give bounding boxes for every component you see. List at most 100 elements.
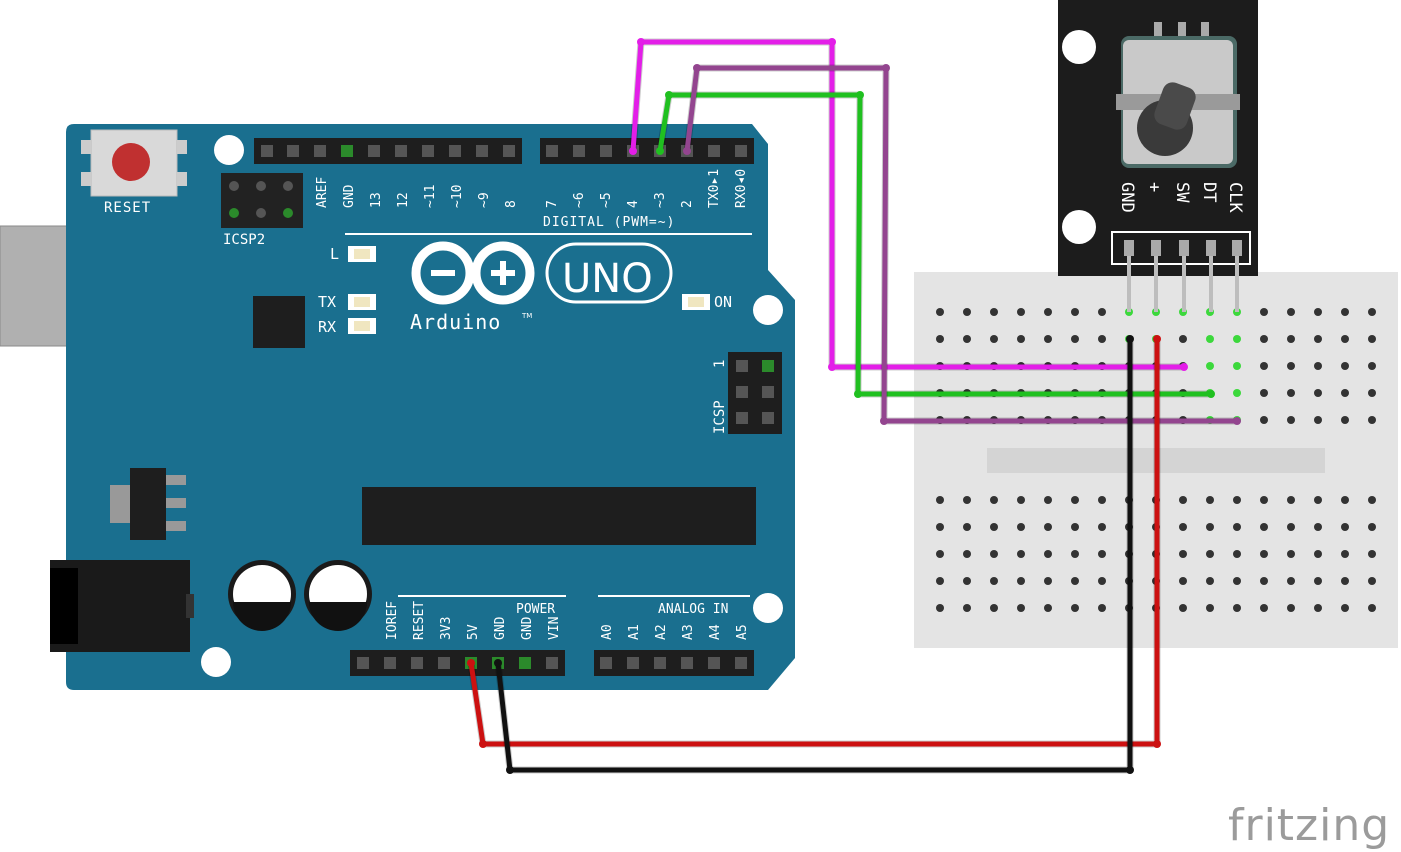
breadboard-hole <box>1098 335 1106 343</box>
breadboard-hole <box>1260 550 1268 558</box>
breadboard-hole <box>936 550 944 558</box>
wire-pin4-clk-bend <box>629 147 637 155</box>
breadboard-hole <box>1287 523 1295 531</box>
encoder-pin-label: DT <box>1199 182 1219 202</box>
power-pin-label: IOREF <box>385 601 400 640</box>
wire-pin3-dt-bend <box>665 91 673 99</box>
digital-header-pin <box>287 145 299 157</box>
wire-5v-bend <box>479 740 487 748</box>
breadboard-hole <box>1017 523 1025 531</box>
wire-pin2-sw-bend <box>880 417 888 425</box>
capacitor <box>228 560 296 631</box>
reset-button[interactable] <box>81 129 187 197</box>
breadboard-hole <box>1017 550 1025 558</box>
breadboard-hole <box>1314 335 1322 343</box>
breadboard-hole <box>1044 604 1052 612</box>
wire-5v[interactable] <box>468 339 1160 747</box>
led-tx <box>348 294 376 310</box>
digital-header-pin <box>708 145 720 157</box>
digital-header-pin <box>546 145 558 157</box>
breadboard-hole <box>1206 362 1214 370</box>
breadboard-hole <box>1368 335 1376 343</box>
digital-header-pin <box>503 145 515 157</box>
dc-power-jack <box>50 560 194 652</box>
breadboard-hole <box>1368 496 1376 504</box>
breadboard-hole <box>1341 308 1349 316</box>
breadboard-hole <box>1071 550 1079 558</box>
breadboard-hole <box>963 335 971 343</box>
breadboard-hole <box>1314 604 1322 612</box>
breadboard-hole <box>1044 523 1052 531</box>
logo-uno: UNO <box>562 256 653 302</box>
breadboard-hole <box>990 496 998 504</box>
breadboard-hole <box>1341 523 1349 531</box>
digital-pin-label: AREF <box>315 177 330 208</box>
digital-pin-label: ~5 <box>599 192 614 208</box>
encoder-pin-label: + <box>1144 182 1164 192</box>
breadboard-hole <box>1098 577 1106 585</box>
breadboard-hole <box>1044 577 1052 585</box>
breadboard-hole <box>1044 496 1052 504</box>
breadboard-hole <box>1017 604 1025 612</box>
breadboard-hole <box>990 577 998 585</box>
icsp-header <box>728 352 782 434</box>
breadboard-hole <box>1260 362 1268 370</box>
wire-gnd[interactable] <box>495 339 1133 773</box>
usb-chip <box>253 296 305 348</box>
digital-pin-label: ~9 <box>477 192 492 208</box>
breadboard-hole <box>1017 335 1025 343</box>
breadboard-hole <box>990 604 998 612</box>
breadboard-hole <box>1341 496 1349 504</box>
digital-header-pin <box>395 145 407 157</box>
analog-pin-label: A5 <box>735 624 750 640</box>
power-pin-label: RESET <box>412 601 427 640</box>
breadboard-hole <box>1206 577 1214 585</box>
icsp2-label: ICSP2 <box>223 232 265 248</box>
analog-label: ANALOG IN <box>658 602 728 617</box>
breadboard-hole <box>1206 335 1214 343</box>
breadboard-hole <box>1071 496 1079 504</box>
breadboard-hole <box>1071 523 1079 531</box>
breadboard-hole <box>936 577 944 585</box>
power-header <box>350 650 565 676</box>
breadboard-hole <box>1314 577 1322 585</box>
wire-gnd-bend <box>1126 335 1134 343</box>
breadboard-hole <box>1341 335 1349 343</box>
breadboard-hole <box>1341 362 1349 370</box>
breadboard-hole <box>1260 335 1268 343</box>
breadboard-hole <box>1341 389 1349 397</box>
encoder-pin <box>1151 240 1161 256</box>
digital-pin-label: 4 <box>626 200 641 208</box>
breadboard-hole <box>1179 577 1187 585</box>
breadboard-hole <box>1260 389 1268 397</box>
breadboard-hole <box>1206 604 1214 612</box>
breadboard-hole <box>1233 389 1241 397</box>
fritzing-logo: fritzing <box>1228 800 1391 851</box>
wire-pin4-clk-bend <box>828 363 836 371</box>
digital-pin-label: 13 <box>369 192 384 208</box>
digital-pin-label: ~3 <box>653 192 668 208</box>
power-pin-label: 5V <box>466 624 481 640</box>
breadboard-hole <box>1287 362 1295 370</box>
breadboard-hole <box>963 550 971 558</box>
power-pin-label: GND <box>520 616 535 640</box>
breadboard-hole <box>1368 308 1376 316</box>
encoder-pin-label: CLK <box>1225 182 1245 213</box>
atmega-chip <box>362 487 756 545</box>
breadboard-hole <box>1179 523 1187 531</box>
wire-gnd-bend <box>494 659 502 667</box>
breadboard-hole <box>1071 604 1079 612</box>
breadboard-hole <box>1044 335 1052 343</box>
rotary-encoder-module <box>1058 0 1258 276</box>
breadboard-hole <box>936 335 944 343</box>
reset-label: RESET <box>104 200 151 216</box>
wire-pin2-sw-bend <box>1233 417 1241 425</box>
breadboard-hole <box>1233 604 1241 612</box>
wire-5v-bend <box>1153 740 1161 748</box>
digital-label: DIGITAL (PWM=~) <box>543 215 675 230</box>
breadboard-hole <box>1233 550 1241 558</box>
wire-5v-bend <box>467 659 475 667</box>
breadboard-hole <box>936 308 944 316</box>
wire-pin3-dt-bend <box>854 390 862 398</box>
